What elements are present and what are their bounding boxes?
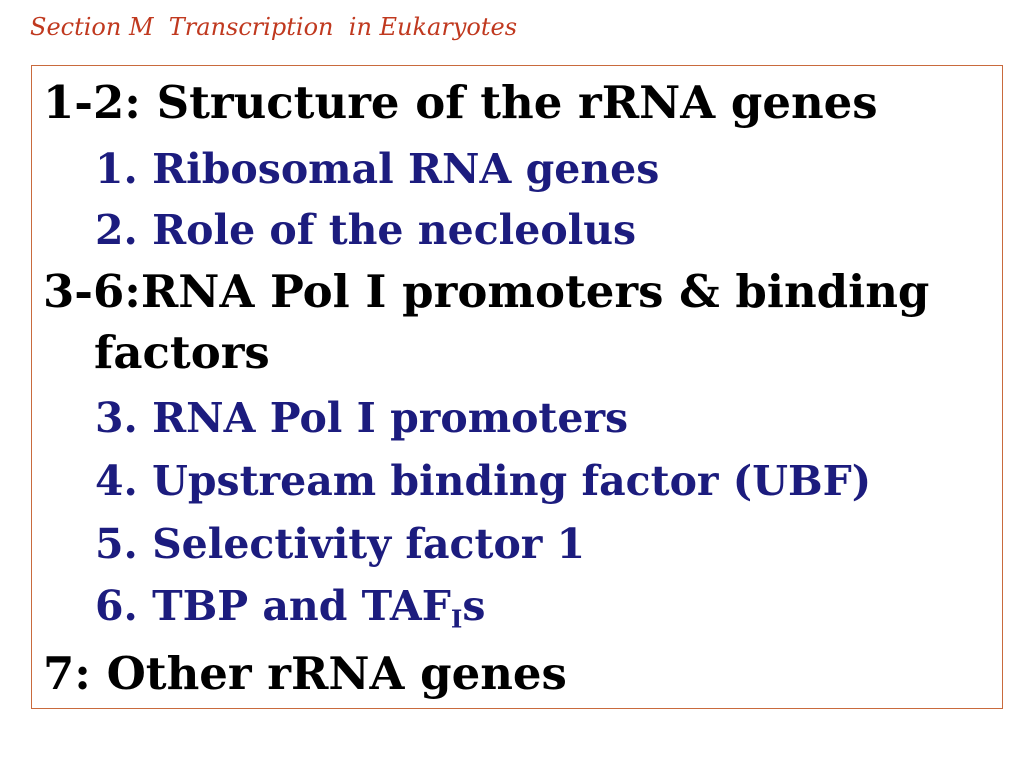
content-frame: 1-2: Structure of the rRNA genes 1. Ribo… bbox=[31, 65, 1003, 709]
outline-item-role-of-nucleolus: 2. Role of the necleolus bbox=[95, 206, 637, 254]
outline-item-tbp-tafs-text: 6. TBP and TAF bbox=[95, 582, 451, 630]
outline-item-ribosomal-rna-genes: 1. Ribosomal RNA genes bbox=[95, 145, 660, 193]
outline-item-tbp-tafs-suffix: s bbox=[462, 582, 486, 630]
outline-heading-1-2: 1-2: Structure of the rRNA genes bbox=[43, 76, 878, 129]
outline-heading-7: 7: Other rRNA genes bbox=[43, 647, 567, 700]
outline-item-tbp-tafs: 6. TBP and TAFIs bbox=[43, 576, 1002, 637]
slide-section-title: Section M Transcription in Eukaryotes bbox=[30, 13, 518, 41]
outline-heading-3-6: 3-6:RNA Pol I promoters & binding factor… bbox=[43, 265, 930, 379]
outline-item-tbp-tafs-subscript: I bbox=[450, 604, 463, 634]
outline-item-ubf: 4. Upstream binding factor (UBF) bbox=[95, 457, 872, 505]
outline-item-pol-i-promoters: 3. RNA Pol I promoters bbox=[95, 394, 629, 442]
outline-item-selectivity-factor: 5. Selectivity factor 1 bbox=[95, 520, 586, 568]
